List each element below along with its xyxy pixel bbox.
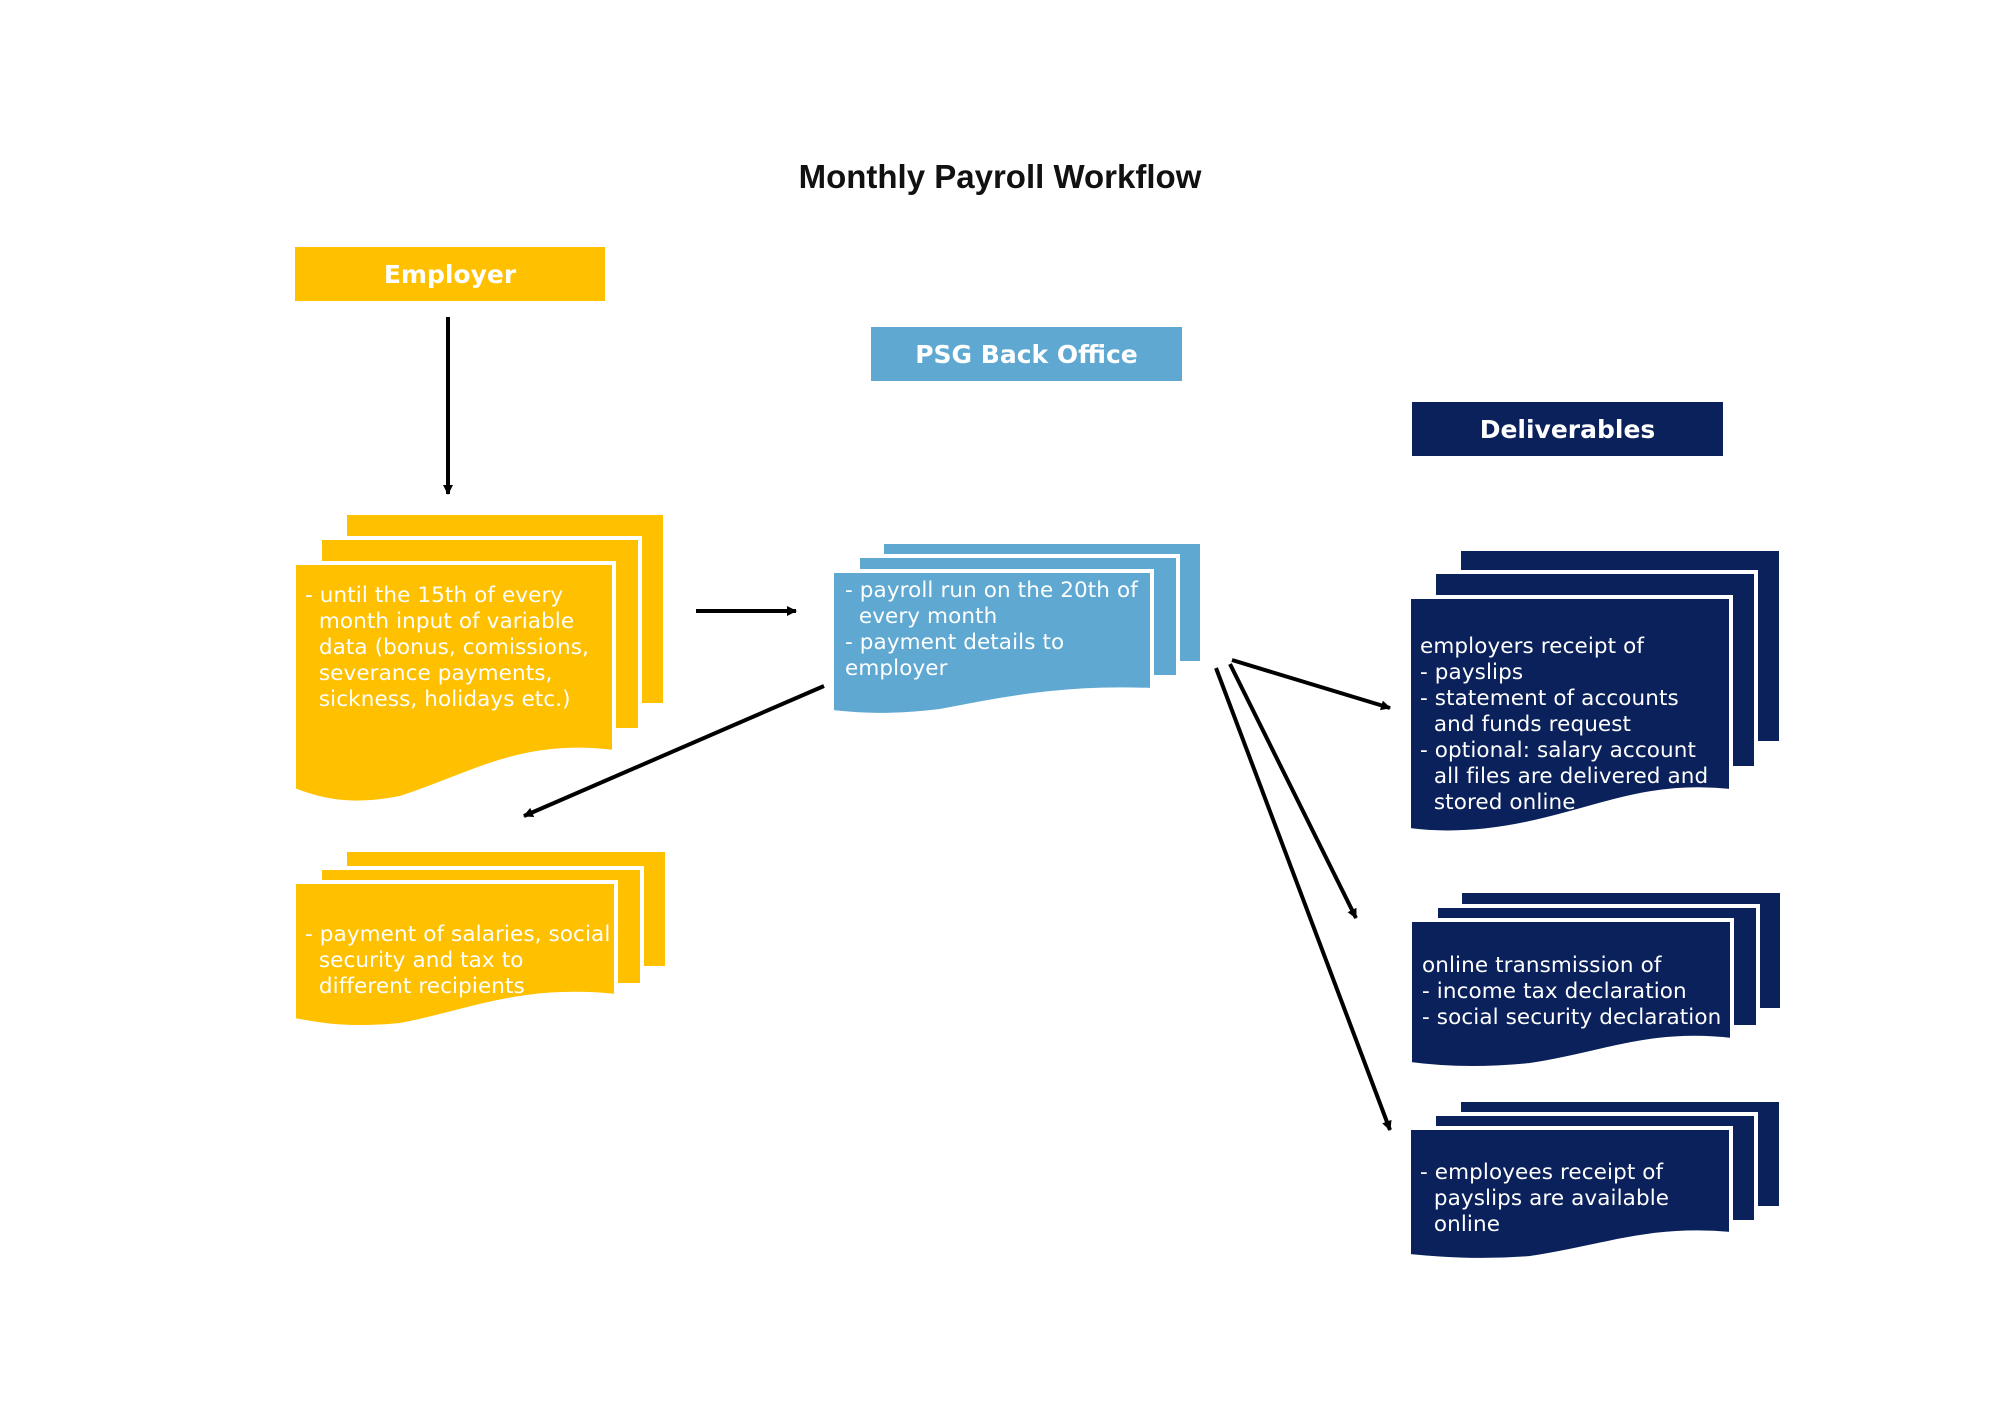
deliverable-receipt-text: employers receipt of - payslips - statem… (1420, 634, 1709, 815)
payments-text: - payment of salaries, social security a… (305, 922, 611, 999)
arrow-psg-to-deliverable-employees (1214, 667, 1392, 1131)
payments-document-stack (292, 848, 669, 1030)
deliverables-header-label: Deliverables (1479, 414, 1656, 444)
employer-header-label: Employer (383, 259, 517, 289)
deliverable-transmission-text: online transmission of - income tax decl… (1422, 953, 1722, 1030)
deliverable-transmission-document-stack (1408, 889, 1784, 1070)
deliverable-employees-document-stack (1407, 1098, 1783, 1262)
deliverable-receipt-document-stack (1407, 547, 1783, 835)
employer-header: Employer (295, 247, 605, 301)
arrow-psg-to-payments (523, 684, 825, 818)
diagram-title: Monthly Payroll Workflow (798, 158, 1202, 195)
deliverables-header: Deliverables (1412, 402, 1723, 456)
arrow-psg-to-deliverable-transmission (1228, 663, 1358, 919)
arrow-psg-to-deliverable-receipt (1231, 658, 1391, 711)
psg-document-stack (830, 540, 1204, 717)
psg-header-label: PSG Back Office (915, 339, 1138, 369)
deliverable-employees-text: - employees receipt of payslips are avai… (1420, 1160, 1670, 1237)
psg-back-office-header: PSG Back Office (871, 327, 1182, 381)
employer-input-document-stack (292, 511, 667, 805)
psg-run-text: - payroll run on the 20th of every month… (845, 578, 1138, 681)
arrows (443, 317, 1392, 1131)
employer-input-text: - until the 15th of every month input of… (305, 583, 589, 712)
